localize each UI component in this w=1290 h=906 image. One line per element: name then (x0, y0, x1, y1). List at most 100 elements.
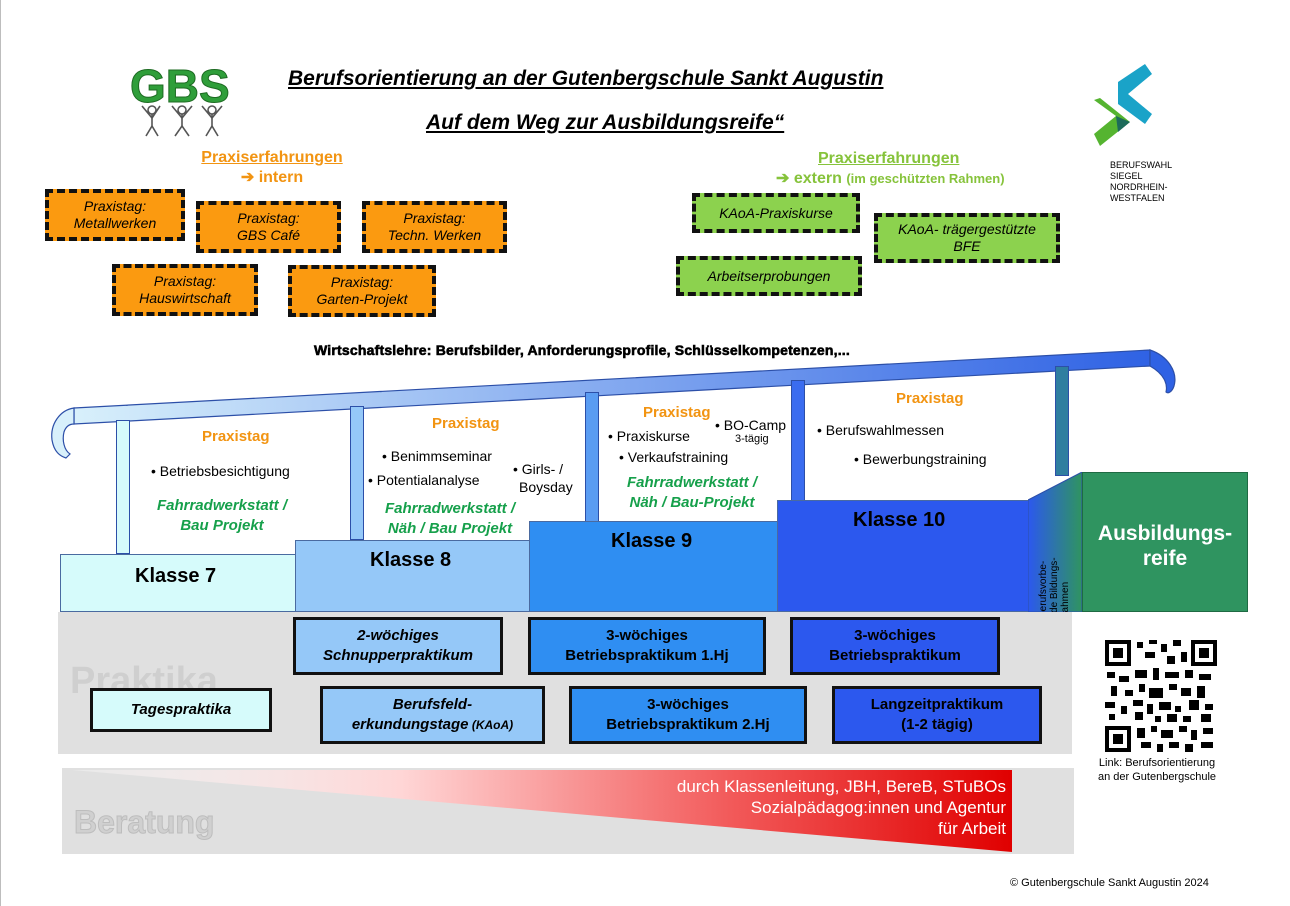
box-line: Praxistag: (330, 274, 394, 290)
arrow-right-icon: ➔ (776, 170, 790, 187)
green-line: Näh / Bau-Projekt (629, 494, 755, 511)
k9-bullet: • Praxiskurse (608, 428, 690, 444)
beratung-line: durch Klassenleitung, JBH, BereB, STuBOs (676, 777, 1006, 796)
box-line: Praxistag: (403, 210, 466, 226)
box-line: Berufsfeld- (392, 696, 473, 713)
box-line: (1-2 tägig) (901, 716, 973, 733)
box-line: Hauswirtschaft (139, 290, 231, 306)
wirtschaftslehre-banner: Wirtschaftslehre: Berufsbilder, Anforder… (314, 342, 850, 359)
box-line: Techn. Werken (387, 227, 482, 243)
extern-heading-sub: ➔ extern (im geschützten Rahmen) (760, 168, 1050, 188)
beratung-line: für Arbeit (937, 819, 1006, 838)
green-line: Bau Projekt (180, 517, 264, 534)
praxistag-box: Praxistag:Techn. Werken (362, 201, 507, 253)
klasse-8-step: Klasse 8 (295, 540, 530, 612)
intern-heading-title: Praxiserfahrungen (201, 149, 343, 166)
extern-box: KAoA-Praxiskurse (692, 193, 860, 233)
praxistag-box: Praxistag:Metallwerken (45, 189, 185, 241)
roof-pillar (791, 380, 805, 502)
box-line: KAoA- trägergestützte (898, 221, 1036, 237)
k7-praxistag: Praxistag (202, 428, 270, 445)
siegel-text: BERUFSWAHL SIEGEL NORDRHEIN- WESTFALEN (1110, 160, 1190, 204)
extern-sub-label: extern (793, 170, 842, 187)
praktikum-box: Langzeitpraktikum(1-2 tägig) (832, 686, 1042, 744)
k8-bullet: • Benimmseminar (382, 448, 492, 464)
k8-praxistag: Praxistag (432, 415, 500, 432)
k9-praxistag: Praxistag (643, 404, 711, 421)
evtl-massnahmen-shape (1028, 472, 1083, 612)
k7-projekt: Fahrradwerkstatt / Bau Projekt (136, 496, 308, 536)
qr-code (1105, 640, 1217, 752)
box-line: 3-wöchiges (854, 627, 936, 644)
k8-projekt: Fahrradwerkstatt / Näh / Bau Projekt (364, 499, 536, 539)
green-line: Fahrradwerkstatt / (384, 500, 516, 517)
qr-caption: Link: Berufsorientierung an der Gutenber… (1082, 756, 1232, 784)
box-line: Betriebspraktikum 1.Hj (565, 647, 729, 664)
reife-line: reife (1142, 547, 1188, 570)
qr-caption-line: an der Gutenbergschule (1097, 771, 1217, 783)
box-line-small: (KAoA) (468, 718, 514, 732)
beratung-wedge (72, 770, 1012, 852)
klasse-8-label: Klasse 8 (370, 549, 452, 571)
praktikum-box: Tagespraktika (90, 688, 272, 732)
berufswahl-siegel-logo: BERUFSWAHL SIEGEL NORDRHEIN- WESTFALEN (1090, 62, 1190, 212)
box-line: 3-wöchiges (647, 696, 729, 713)
klasse-10-step: Klasse 10 (777, 500, 1029, 612)
box-line: GBS Café (236, 227, 301, 243)
side-line: • Girls- / (513, 461, 564, 477)
box-line: erkundungstage (351, 716, 469, 733)
box-line: Arbeitserprobungen (707, 267, 831, 284)
page-subtitle: Auf dem Weg zur Ausbildungsreife“ (426, 111, 785, 134)
praktikum-box: Berufsfeld-erkundungstage (KAoA) (320, 686, 545, 744)
box-line: Tagespraktika (130, 701, 232, 718)
praxistag-box: Praxistag:GBS Café (196, 201, 341, 253)
k8-side: • Girls- / Boysday (513, 460, 573, 496)
klasse-9-step: Klasse 9 (529, 521, 778, 612)
klasse-9-label: Klasse 9 (611, 530, 693, 552)
page-title: Berufsorientierung an der Gutenbergschul… (288, 67, 884, 90)
box-line: Praxistag: (153, 273, 217, 289)
klasse-7-step: Klasse 7 (60, 554, 296, 612)
roof-pillar (585, 392, 599, 522)
green-line: Näh / Bau Projekt (387, 520, 513, 537)
k10-praxistag: Praxistag (896, 390, 964, 407)
extern-heading-title: Praxiserfahrungen (760, 150, 1050, 168)
box-line: Praxistag: (237, 210, 300, 226)
box-line: Garten-Projekt (316, 291, 408, 307)
box-line: 2-wöchiges (357, 627, 439, 644)
siegel-line: WESTFALEN (1110, 193, 1165, 203)
gbs-logo-text: GBS (130, 60, 230, 112)
reife-line: Ausbildungs- (1097, 522, 1233, 545)
intern-heading: Praxiserfahrungen ➔ intern (186, 149, 358, 187)
praxistag-box: Praxistag:Garten-Projekt (288, 265, 436, 317)
ausbildungsreife-block: Ausbildungs- reife (1082, 472, 1248, 612)
intern-sub-label: intern (258, 169, 304, 186)
klasse-7-label: Klasse 7 (135, 565, 217, 587)
side-line: Boysday (519, 479, 573, 495)
siegel-line: NORDRHEIN- (1110, 182, 1168, 192)
siegel-line: SIEGEL (1110, 171, 1143, 181)
gbs-logo: GBS (128, 58, 238, 140)
box-line: Schnupperpraktikum (322, 647, 474, 664)
k8-bullet: • Potentialanalyse (368, 472, 480, 488)
box-line: BFE (953, 238, 981, 254)
box-line: Betriebspraktikum (829, 647, 961, 664)
arrow-right-icon: ➔ (240, 169, 255, 186)
extern-heading: Praxiserfahrungen ➔ extern (im geschützt… (760, 150, 1050, 188)
qr-caption-line: Link: Berufsorientierung (1098, 757, 1216, 769)
beratung-text: durch Klassenleitung, JBH, BereB, STuBOs… (600, 776, 1006, 839)
side-line: • BO-Camp (715, 417, 787, 433)
extern-sub-small: (im geschützten Rahmen) (846, 171, 1005, 186)
side-line: 3-tägig (735, 433, 769, 445)
intern-heading-sub: ➔ intern (186, 167, 358, 187)
k9-bullet: • Verkaufstraining (619, 449, 729, 465)
box-line: Praxistag: (83, 198, 147, 214)
box-line: Metallwerken (73, 215, 157, 231)
roof-pillar (350, 406, 364, 540)
